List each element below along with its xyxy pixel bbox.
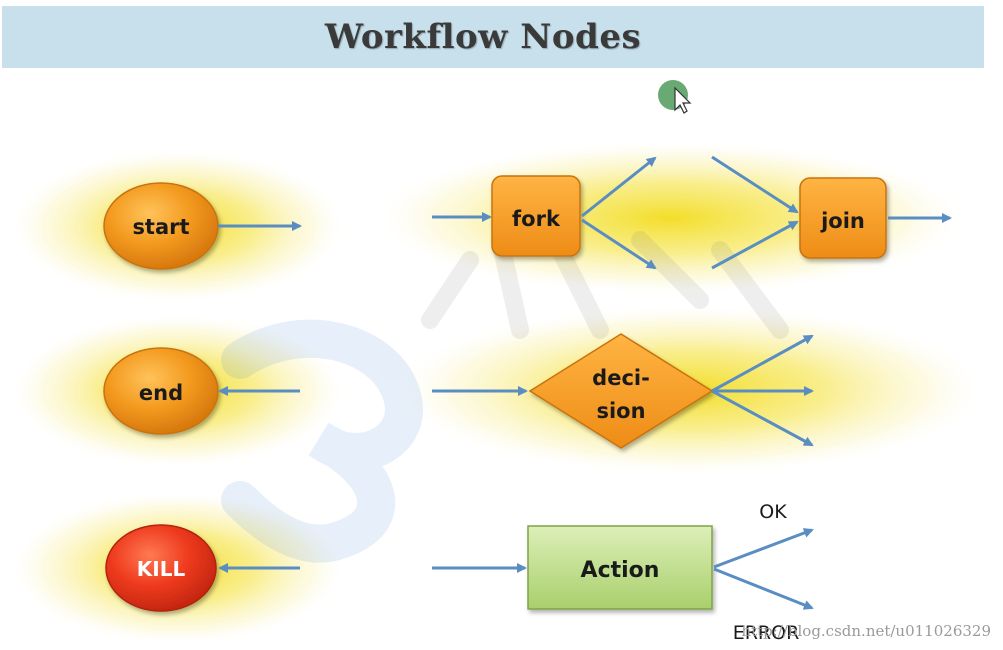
ok-label: OK bbox=[759, 501, 787, 523]
decision-label-line2: sion bbox=[596, 399, 645, 423]
action-error-arrow bbox=[713, 567, 814, 610]
decision-label-line1: deci- bbox=[592, 366, 650, 390]
kill-ellipse bbox=[105, 524, 217, 612]
mouse-cursor bbox=[658, 80, 692, 114]
end-node: end bbox=[103, 347, 219, 435]
action-node: Action bbox=[527, 525, 713, 610]
title-bar: Workflow Nodes bbox=[2, 6, 984, 68]
join-in-arrow-lower bbox=[711, 220, 799, 270]
action-label: Action bbox=[581, 558, 660, 583]
start-label: start bbox=[132, 215, 189, 239]
action-ok-arrow bbox=[713, 528, 814, 569]
join-label: join bbox=[820, 209, 865, 233]
watermark-url: http://blog.csdn.net/u011026329 bbox=[741, 622, 991, 640]
fork-out-arrow-upper bbox=[581, 156, 657, 218]
error-label: ERROR bbox=[733, 622, 800, 644]
decision-out-arrow-lower bbox=[711, 389, 814, 447]
action-box bbox=[527, 525, 713, 610]
fork-out-arrow-lower bbox=[581, 218, 657, 270]
pointer-icon bbox=[674, 86, 692, 114]
kill-node: KILL bbox=[105, 524, 217, 612]
join-node: join bbox=[799, 177, 887, 259]
kill-label: KILL bbox=[137, 557, 186, 581]
slide-title: Workflow Nodes bbox=[324, 17, 642, 57]
fork-node: fork bbox=[491, 175, 581, 257]
fork-label: fork bbox=[512, 207, 561, 231]
join-in-arrow-upper bbox=[711, 155, 799, 214]
decision-node: deci- sion bbox=[528, 333, 714, 449]
fork-box bbox=[491, 175, 581, 257]
join-box bbox=[799, 177, 887, 259]
decision-out-arrow-upper bbox=[711, 334, 814, 393]
decision-diamond bbox=[528, 333, 714, 449]
end-label: end bbox=[139, 381, 183, 405]
start-node: start bbox=[103, 182, 219, 270]
watermark-logo bbox=[221, 231, 789, 563]
